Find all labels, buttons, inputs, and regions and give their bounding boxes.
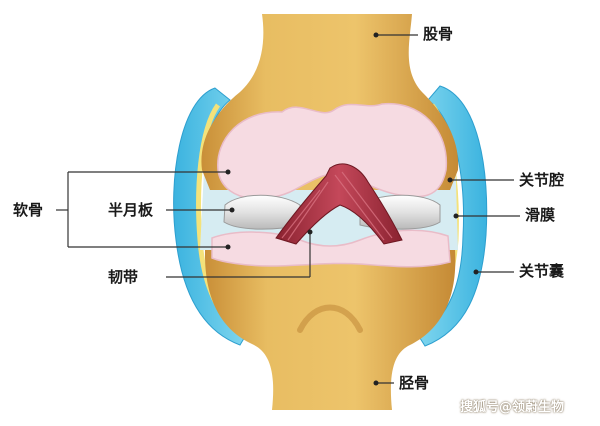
leader-dots xyxy=(225,32,479,386)
label-femur: 股骨 xyxy=(423,25,454,43)
ligament-fibers xyxy=(281,171,393,241)
cruciate-ligament xyxy=(275,163,403,245)
label-cartilage: 软骨 xyxy=(13,201,44,219)
label-joint-capsule: 关节囊 xyxy=(519,262,565,280)
joint-capsule-right xyxy=(417,85,488,347)
tibia-bone xyxy=(204,250,456,410)
label-synovium: 滑膜 xyxy=(525,206,556,224)
label-meniscus: 半月板 xyxy=(108,201,154,219)
leader-lines xyxy=(56,34,520,384)
label-tibia: 胫骨 xyxy=(399,374,430,392)
label-ligament: 韧带 xyxy=(108,268,139,286)
tibia-notch xyxy=(297,304,363,333)
femoral-cartilage xyxy=(217,102,448,200)
watermark: 搜狐号@领蔚生物 xyxy=(460,400,565,415)
label-joint-cavity: 关节腔 xyxy=(519,171,565,189)
